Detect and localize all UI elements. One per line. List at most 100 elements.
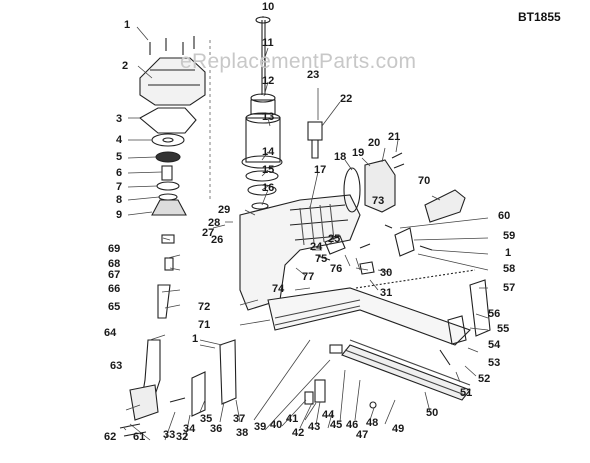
part-label: 69 xyxy=(108,243,121,255)
part-label: 49 xyxy=(392,423,405,435)
part-label: 4 xyxy=(116,134,123,146)
part-label: 54 xyxy=(488,339,501,351)
part-label: 26 xyxy=(211,234,224,246)
part-label: 22 xyxy=(340,93,353,105)
part-label: 1 xyxy=(124,19,131,31)
part-label: 46 xyxy=(346,419,359,431)
part-label: 45 xyxy=(330,419,343,431)
watermark: eReplacementParts.com xyxy=(180,50,417,73)
part-label: 75 xyxy=(315,253,328,265)
part-label: 7 xyxy=(116,181,123,193)
part-label: 41 xyxy=(286,413,299,425)
part-label: 25 xyxy=(328,233,341,245)
belt-hook xyxy=(424,189,466,223)
part-label: 23 xyxy=(307,69,320,81)
part-label: 1 xyxy=(192,333,199,345)
part-label: 76 xyxy=(330,263,343,275)
part-label: 71 xyxy=(198,319,211,331)
part-label: 14 xyxy=(262,146,275,158)
part-label: 12 xyxy=(262,75,275,87)
part-label: 38 xyxy=(236,427,249,439)
part-label: 24 xyxy=(310,241,323,253)
part-label: 55 xyxy=(497,323,510,335)
cylinder xyxy=(245,117,281,163)
part-label: 18 xyxy=(334,151,347,163)
part-label: 37 xyxy=(233,413,246,425)
part-label: 29 xyxy=(218,204,231,216)
part-label: 43 xyxy=(308,421,321,433)
part-label: 51 xyxy=(460,387,473,399)
bumper xyxy=(155,151,181,163)
part-label: 72 xyxy=(198,301,211,313)
part-label: 59 xyxy=(503,230,516,242)
part-label: 31 xyxy=(380,287,393,299)
part-label: 30 xyxy=(380,267,393,279)
magazine xyxy=(267,287,472,346)
part-label: 6 xyxy=(116,167,123,179)
nail-strip xyxy=(355,269,476,289)
part-label: 17 xyxy=(314,164,327,176)
air-fitting xyxy=(307,121,323,141)
part-label: 67 xyxy=(108,269,121,281)
part-label: 74 xyxy=(272,283,285,295)
part-label: 11 xyxy=(262,37,274,49)
trigger xyxy=(324,235,346,255)
part-label: 3 xyxy=(116,113,123,125)
cylinder-o-ring xyxy=(241,155,283,169)
part-label: 63 xyxy=(110,360,123,372)
piston xyxy=(250,99,276,115)
part-label: 56 xyxy=(488,308,501,320)
part-label: 35 xyxy=(200,413,213,425)
part-label: 68 xyxy=(108,258,121,270)
part-label: 27 xyxy=(202,227,215,239)
part-label: 8 xyxy=(116,194,123,206)
part-label: 44 xyxy=(322,409,335,421)
part-label: 32 xyxy=(176,431,189,443)
part-label: 61 xyxy=(133,431,146,443)
part-label: 28 xyxy=(208,217,221,229)
part-label: 15 xyxy=(262,164,275,176)
part-label: 19 xyxy=(352,147,365,159)
part-label: 73 xyxy=(372,195,385,207)
part-label: 64 xyxy=(104,327,117,339)
part-label: 77 xyxy=(302,271,315,283)
part-label: 1 xyxy=(505,247,512,259)
part-label: 62 xyxy=(104,431,117,443)
head-valve xyxy=(151,199,187,216)
part-label: 20 xyxy=(368,137,381,149)
part-label: 9 xyxy=(116,209,123,221)
part-label: 70 xyxy=(418,175,431,187)
part-label: 60 xyxy=(498,210,511,222)
part-label: 21 xyxy=(388,131,401,143)
part-label: 42 xyxy=(292,427,305,439)
o-ring xyxy=(156,181,180,191)
end-cap xyxy=(364,159,396,213)
part-label: 66 xyxy=(108,283,121,295)
part-label: 50 xyxy=(426,407,439,419)
gasket xyxy=(139,107,197,134)
part-label: 65 xyxy=(108,301,121,313)
part-label: 2 xyxy=(122,60,129,72)
part-label: 57 xyxy=(503,282,516,294)
part-label: 13 xyxy=(262,111,275,123)
end-seal xyxy=(343,167,361,213)
part-label: 40 xyxy=(270,419,283,431)
part-label: 5 xyxy=(116,151,123,163)
washer xyxy=(151,133,185,147)
part-label: 10 xyxy=(262,1,275,13)
part-label: 58 xyxy=(503,263,516,275)
cap-screws xyxy=(149,36,195,55)
part-label: 47 xyxy=(356,429,369,441)
part-label: 53 xyxy=(488,357,501,369)
part-label: 36 xyxy=(210,423,223,435)
spring xyxy=(161,165,173,181)
part-label: 39 xyxy=(254,421,267,433)
depth-adjust xyxy=(394,227,415,257)
part-label: 33 xyxy=(163,429,176,441)
part-label: 52 xyxy=(478,373,491,385)
part-label: 16 xyxy=(262,182,275,194)
part-label: 48 xyxy=(366,417,379,429)
pusher-bracket xyxy=(469,279,491,337)
model-number: BT1855 xyxy=(518,10,561,24)
